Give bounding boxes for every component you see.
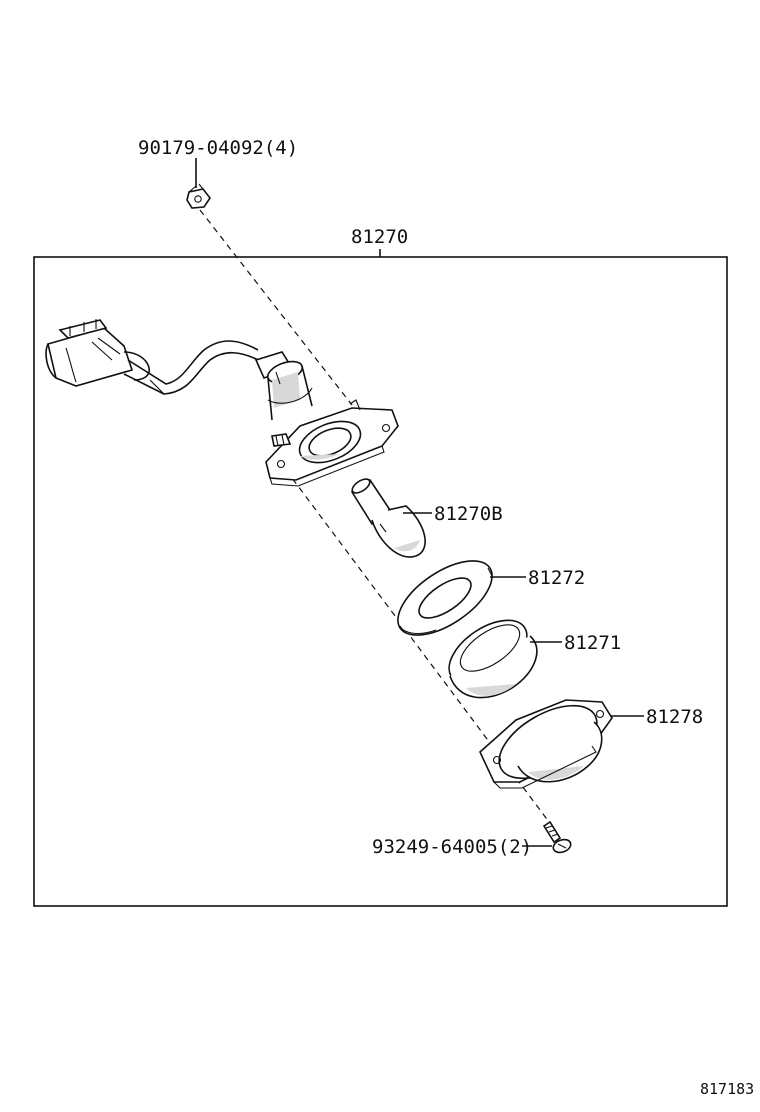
- label-clip: 90179-04092(4): [138, 137, 298, 159]
- alignment-line-upper: [199, 209, 353, 406]
- label-gasket: 81272: [528, 567, 585, 589]
- wire-harness: [123, 340, 263, 395]
- gasket-part: [397, 560, 493, 636]
- label-screw: 93249-64005(2): [372, 836, 532, 858]
- screw-part: [542, 820, 572, 854]
- label-81270: 81270: [351, 226, 408, 248]
- socket-part: [254, 351, 399, 487]
- bulb-part: [350, 478, 426, 558]
- clip-part: [186, 183, 211, 209]
- label-housing: 81278: [646, 706, 703, 728]
- label-lens: 81271: [564, 632, 621, 654]
- lens-part: [448, 619, 538, 699]
- housing-part: [479, 699, 613, 789]
- connector-part: [45, 319, 134, 387]
- figure-id: 817183: [700, 1080, 754, 1098]
- label-bulb: 81270B: [434, 503, 503, 525]
- alignment-line-lower: [285, 469, 553, 827]
